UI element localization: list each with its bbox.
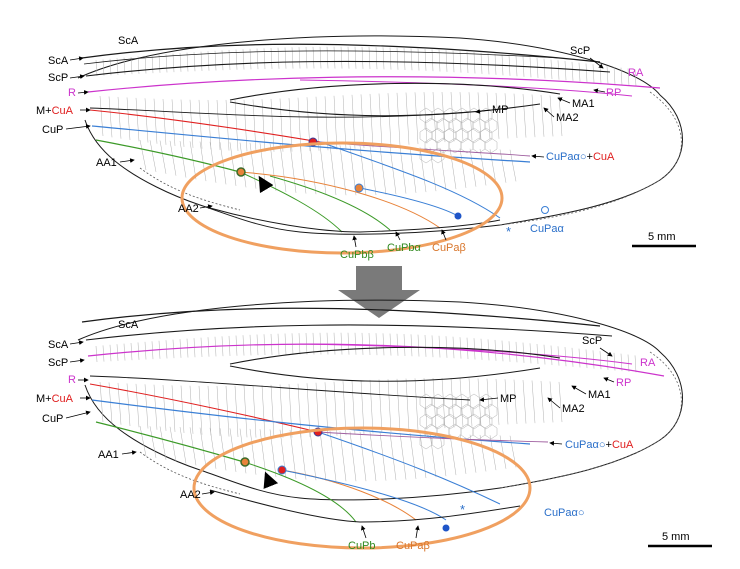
- crossvein-mesh: [95, 46, 637, 196]
- label-mp: MP: [492, 104, 509, 116]
- transition-arrow: [338, 266, 420, 318]
- label-ma1: MA1: [588, 389, 611, 401]
- label-m-cua: M+CuA: [36, 105, 74, 117]
- label-cupb: CuPb: [348, 540, 376, 552]
- aa-dashed: [139, 167, 241, 211]
- vein-cupab2: [359, 187, 459, 217]
- vein-sca-2: [83, 50, 561, 65]
- vein-sca: [81, 43, 601, 63]
- label-scp: ScP: [48, 357, 68, 369]
- vein-cupba: [269, 175, 391, 231]
- wing-apex-dashed: [499, 351, 682, 489]
- junction-dot-blue: [442, 524, 450, 532]
- wing-outline: [77, 35, 683, 235]
- vein-green: [95, 139, 241, 173]
- vein-rp: [299, 343, 633, 365]
- junction-dot-green: [240, 457, 250, 467]
- vein-ma2: [229, 365, 541, 382]
- vein-cupaa-plus: [319, 141, 531, 157]
- vein-ma2: [229, 101, 541, 117]
- vein-cup-branch: [319, 141, 501, 219]
- label-scp-right: ScP: [582, 335, 602, 347]
- label-sca: ScA: [48, 55, 69, 67]
- highlight-ellipse-bottom: [192, 426, 532, 550]
- label-scp-right: ScP: [570, 45, 590, 57]
- label-sca-top: ScA: [118, 319, 139, 331]
- label-cupaa: CuPaα: [530, 223, 565, 235]
- label-m-plus: M+: [36, 105, 52, 117]
- vein-ma1: [229, 82, 561, 101]
- vein-cupaa-plus: [317, 431, 549, 443]
- vein-mp: [89, 375, 471, 401]
- label-r: R: [68, 374, 76, 386]
- label-ra: RA: [628, 67, 644, 79]
- label-cupaa-plus-cua: CuPaα○+CuA: [546, 151, 615, 163]
- label-aa2: AA2: [180, 489, 201, 501]
- label-cupba: CuPbα: [387, 242, 422, 254]
- asterisk-top: *: [506, 224, 511, 239]
- label-ma2: MA2: [562, 403, 585, 415]
- hind-margin: [209, 489, 521, 523]
- label-r: R: [68, 87, 76, 99]
- vein-scp: [85, 324, 613, 341]
- label-cupaa: CuPaα○: [544, 507, 585, 519]
- label-cupbb: CuPbβ: [340, 249, 374, 261]
- pointer-arrow-bottom: [263, 471, 279, 489]
- label-aa2: AA2: [178, 203, 199, 215]
- vein-sca: [81, 307, 601, 327]
- label-cupab: CuPaβ: [396, 540, 430, 552]
- vein-cupab: [239, 171, 441, 229]
- junction-dot-orange: [354, 183, 364, 193]
- label-aa1: AA1: [98, 449, 119, 461]
- vein-scp: [85, 60, 611, 77]
- label-cua-red: CuA: [52, 105, 74, 117]
- highlight-ellipse-top: [180, 141, 504, 255]
- pointer-arrow-top: [258, 175, 274, 194]
- vein-m-cua: [89, 109, 321, 143]
- label-sca: ScA: [48, 339, 69, 351]
- open-circle-blue: [541, 206, 549, 214]
- label-m-cua: M+CuA: [36, 393, 74, 405]
- label-cupaa-plus-cua: CuPaα○+CuA: [565, 439, 634, 451]
- scale-label-top: 5 mm: [648, 231, 676, 243]
- asterisk-bottom: *: [460, 502, 465, 517]
- vein-cupbb: [239, 171, 343, 233]
- wing-apex-dashed: [499, 91, 682, 226]
- vein-m-cua: [89, 383, 319, 433]
- vein-cup-branch2: [281, 469, 447, 521]
- vein-mp: [89, 107, 471, 118]
- scale-label-bottom: 5 mm: [662, 531, 690, 543]
- vein-r: [87, 76, 661, 93]
- label-ra: RA: [640, 357, 656, 369]
- hind-margin: [209, 207, 501, 233]
- label-ma1: MA1: [572, 98, 595, 110]
- label-rp: RP: [616, 377, 631, 389]
- label-cup: CuP: [42, 413, 63, 425]
- top-wing-drawing: 5 mm ScA ScA ScP R M+CuA CuP AA1 AA2 MP …: [36, 35, 696, 261]
- vein-cup-branch: [317, 431, 501, 505]
- label-scp: ScP: [48, 72, 68, 84]
- label-cupab: CuPaβ: [432, 242, 466, 254]
- aa-dashed: [139, 451, 241, 495]
- junction-dot-green: [236, 167, 246, 177]
- label-ma2: MA2: [556, 112, 579, 124]
- vein-cupb: [243, 461, 357, 523]
- junction-dot-orange: [277, 465, 287, 475]
- vein-ma1: [229, 346, 561, 365]
- bottom-wing-drawing: 5 mm ScA ScA ScP R M+CuA CuP AA1 AA2 MP …: [36, 299, 712, 552]
- label-sca-top: ScA: [118, 35, 139, 47]
- junction-dot-blue: [454, 212, 462, 220]
- vein-r: [87, 343, 665, 377]
- crossvein-mesh: [95, 332, 637, 482]
- label-rp: RP: [606, 87, 621, 99]
- label-aa1: AA1: [96, 157, 117, 169]
- vein-green: [95, 421, 245, 463]
- label-mp: MP: [500, 393, 517, 405]
- label-cup: CuP: [42, 124, 63, 136]
